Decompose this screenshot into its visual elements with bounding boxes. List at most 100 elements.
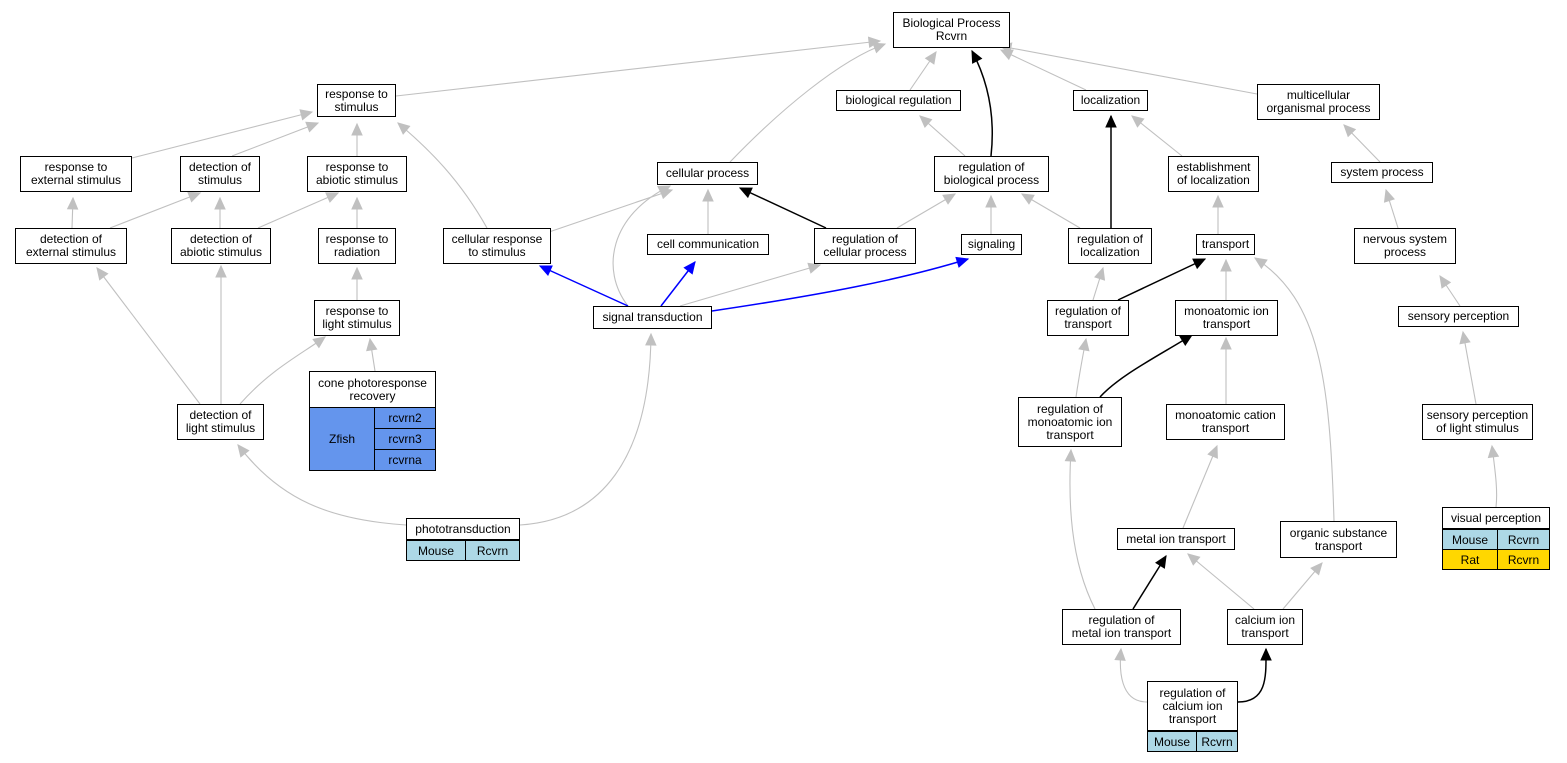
arrowhead bbox=[955, 256, 970, 268]
annotation-row: Mouse Rcvrn bbox=[1148, 731, 1237, 751]
edge-reg_loc-to-reg_bio bbox=[1020, 193, 1081, 229]
arrowhead bbox=[1310, 562, 1323, 576]
arrowhead bbox=[1212, 194, 1224, 208]
annotation-gene: Rcvrn bbox=[1497, 550, 1549, 569]
arrowhead bbox=[215, 264, 227, 278]
node-response-to-light-stimulus[interactable]: response to light stimulus bbox=[314, 300, 400, 336]
arrowhead bbox=[985, 194, 997, 208]
arrowhead bbox=[187, 191, 202, 203]
arrowhead bbox=[645, 332, 657, 346]
node-detection-of-abiotic-stimulus[interactable]: detection of abiotic stimulus bbox=[171, 228, 271, 264]
edge-reg_mono-to-reg_transport bbox=[1075, 337, 1090, 398]
arrowhead bbox=[366, 337, 378, 352]
node-regulation-of-transport[interactable]: regulation of transport bbox=[1047, 300, 1129, 336]
node-phototransduction[interactable]: phototransduction bbox=[406, 518, 520, 540]
arrowhead bbox=[96, 267, 109, 281]
edge-estab_loc-to-localization bbox=[1131, 115, 1183, 157]
node-cone-photoresponse-recovery[interactable]: cone photoresponse recovery bbox=[309, 371, 436, 408]
edge-sig_trans-to-signaling bbox=[711, 256, 970, 312]
node-cellular-process[interactable]: cellular process bbox=[657, 162, 758, 185]
node-multicellular-organismal-process[interactable]: multicellular organismal process bbox=[1257, 84, 1380, 120]
arrowhead bbox=[657, 185, 672, 197]
arrowhead bbox=[325, 192, 340, 203]
edge-reg_cell-to-cell_proc bbox=[738, 187, 827, 229]
node-detection-of-light-stimulus[interactable]: detection of light stimulus bbox=[177, 404, 264, 440]
edge-visual-to-sens_light bbox=[1487, 444, 1500, 508]
annotation-gene: Rcvrn bbox=[1497, 530, 1549, 549]
annotation-visual-perception: Mouse Rcvrn Rat Rcvrn bbox=[1442, 529, 1550, 570]
node-nervous-system-process[interactable]: nervous system process bbox=[1354, 228, 1456, 264]
arrowhead bbox=[299, 109, 314, 121]
annotation-row: Mouse Rcvrn bbox=[407, 540, 519, 560]
node-regulation-of-biological-process[interactable]: regulation of biological process bbox=[934, 156, 1049, 192]
node-sensory-perception[interactable]: sensory perception bbox=[1398, 306, 1519, 327]
node-response-to-stimulus[interactable]: response to stimulus bbox=[317, 84, 396, 117]
node-cellular-response-to-stimulus[interactable]: cellular response to stimulus bbox=[443, 228, 551, 264]
arrowhead bbox=[1179, 334, 1194, 346]
arrowhead bbox=[1439, 274, 1452, 289]
node-regulation-of-localization[interactable]: regulation of localization bbox=[1068, 228, 1152, 264]
edge-calcium-to-metal_ion bbox=[1187, 553, 1255, 610]
node-visual-perception[interactable]: visual perception bbox=[1442, 507, 1550, 529]
node-regulation-of-cellular-process[interactable]: regulation of cellular process bbox=[814, 228, 916, 264]
node-system-process[interactable]: system process bbox=[1331, 162, 1433, 183]
node-organic-substance-transport[interactable]: organic substance transport bbox=[1280, 521, 1397, 558]
annotation-species: Zfish bbox=[310, 408, 375, 470]
arrowhead bbox=[738, 187, 753, 199]
arrowhead bbox=[1253, 257, 1268, 270]
edge-bio_reg-to-bp bbox=[909, 51, 937, 91]
node-sensory-perception-of-light-stimulus[interactable]: sensory perception of light stimulus bbox=[1422, 404, 1533, 440]
arrowhead bbox=[351, 266, 363, 280]
arrowhead bbox=[1192, 258, 1207, 270]
node-signal-transduction[interactable]: signal transduction bbox=[593, 306, 712, 329]
edge-localization-to-bp bbox=[999, 49, 1087, 91]
node-response-to-radiation[interactable]: response to radiation bbox=[318, 228, 396, 264]
node-response-to-abiotic-stimulus[interactable]: response to abiotic stimulus bbox=[307, 156, 407, 192]
arrowhead bbox=[683, 261, 696, 275]
node-biological-process[interactable]: Biological Process Rcvrn bbox=[893, 12, 1010, 48]
edge-sig_trans-to-reg_cell bbox=[679, 262, 822, 307]
edge-transport-to-estab_loc bbox=[1212, 194, 1224, 234]
node-response-to-external-stimulus[interactable]: response to external stimulus bbox=[20, 156, 132, 192]
edge-reg_calcium-to-reg_metal bbox=[1114, 647, 1148, 703]
arrowhead bbox=[1114, 647, 1126, 661]
node-calcium-ion-transport[interactable]: calcium ion transport bbox=[1227, 609, 1303, 645]
edge-reg_bio-to-bio_reg bbox=[919, 115, 966, 157]
node-localization[interactable]: localization bbox=[1073, 90, 1148, 111]
edge-sens_perc-to-nervous bbox=[1439, 274, 1461, 307]
annotation-species: Mouse bbox=[417, 543, 455, 558]
edge-det_ext-to-resp_ext bbox=[66, 196, 79, 229]
annotation-gene: Rcvrn bbox=[465, 541, 519, 560]
node-monoatomic-cation-transport[interactable]: monoatomic cation transport bbox=[1166, 404, 1285, 440]
node-regulation-of-metal-ion-transport[interactable]: regulation of metal ion transport bbox=[1062, 609, 1181, 645]
node-signaling[interactable]: signaling bbox=[961, 234, 1022, 255]
edge-organic-to-transport bbox=[1253, 257, 1335, 522]
node-biological-regulation[interactable]: biological regulation bbox=[836, 90, 961, 111]
edge-reg_metal-to-metal_ion bbox=[1132, 554, 1167, 610]
arrowhead bbox=[312, 336, 326, 349]
annotation-row: Mouse Rcvrn bbox=[1443, 529, 1549, 549]
edge-reg_transport-to-reg_loc bbox=[1092, 266, 1106, 301]
node-establishment-of-localization[interactable]: establishment of localization bbox=[1168, 156, 1259, 192]
arrowhead bbox=[1207, 444, 1218, 459]
node-regulation-of-monoatomic-ion-transport[interactable]: regulation of monoatomic ion transport bbox=[1018, 397, 1122, 447]
arrowhead bbox=[1187, 553, 1201, 566]
arrowhead bbox=[1220, 336, 1232, 350]
arrowhead bbox=[214, 196, 226, 210]
node-regulation-of-calcium-ion-transport[interactable]: regulation of calcium ion transport bbox=[1147, 681, 1238, 731]
node-detection-of-stimulus[interactable]: detection of stimulus bbox=[180, 156, 260, 192]
node-detection-of-external-stimulus[interactable]: detection of external stimulus bbox=[15, 228, 127, 264]
node-metal-ion-transport[interactable]: metal ion transport bbox=[1117, 528, 1235, 550]
edge-reg_loc-to-localization bbox=[1105, 114, 1117, 228]
arrowhead bbox=[1105, 114, 1117, 128]
node-transport[interactable]: transport bbox=[1196, 234, 1255, 255]
edge-nervous-to-system_proc bbox=[1383, 188, 1399, 229]
node-monoatomic-ion-transport[interactable]: monoatomic ion transport bbox=[1175, 300, 1278, 336]
edge-mono_ion-to-transport bbox=[1220, 258, 1232, 300]
edge-signaling-to-reg_bio bbox=[985, 194, 997, 234]
edge-det_stim-to-resp_stim bbox=[231, 121, 320, 157]
node-cell-communication[interactable]: cell communication bbox=[647, 234, 769, 255]
edge-calcium-to-organic bbox=[1282, 562, 1323, 610]
edge-phototrans-to-sig_trans bbox=[519, 332, 657, 526]
edge-det_light-to-det_abiotic bbox=[215, 264, 227, 404]
